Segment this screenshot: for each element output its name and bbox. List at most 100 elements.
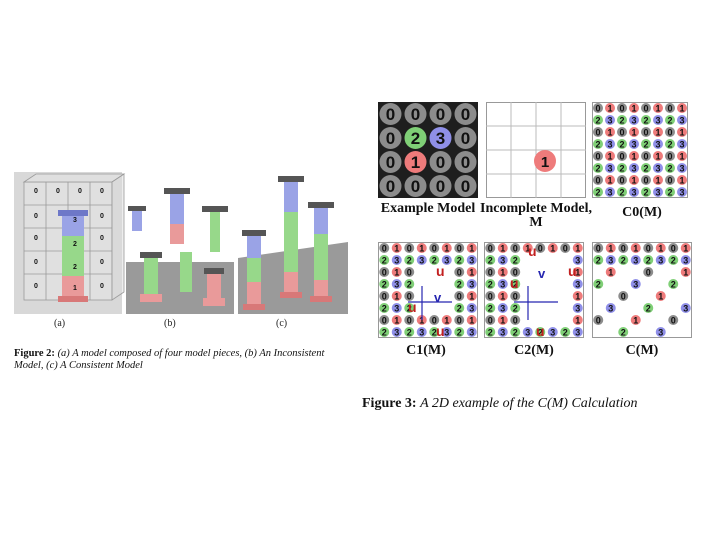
example-cell — [379, 103, 402, 125]
mini-cell — [641, 151, 651, 161]
mini-cell — [665, 127, 675, 137]
mini-cell-value: 1 — [655, 104, 660, 114]
mini-cell — [629, 163, 639, 173]
mini-cell-value: 3 — [394, 328, 399, 338]
mini-cell — [572, 243, 583, 253]
mini-cell-value: 0 — [667, 128, 672, 138]
mini-cell — [665, 139, 675, 149]
svg-text:0: 0 — [100, 283, 104, 290]
mini-cell — [404, 255, 415, 265]
mini-cell — [665, 187, 675, 197]
mini-cell — [593, 187, 603, 197]
mini-cell-value: 0 — [619, 128, 624, 138]
mini-cell-value: 1 — [500, 292, 505, 302]
example-cell-value: 0 — [411, 105, 420, 124]
mini-cell — [485, 327, 496, 337]
mini-cell-value: 2 — [595, 164, 600, 174]
mini-cell — [641, 139, 651, 149]
mini-cell-value: 1 — [679, 104, 684, 114]
mini-cell-value: 1 — [679, 152, 684, 162]
example-cell-value: 3 — [436, 129, 445, 148]
mini-cell — [655, 255, 666, 265]
mini-cell-value: 3 — [469, 304, 474, 314]
mini-cell-value: 2 — [457, 256, 462, 266]
mini-cell-value: 1 — [575, 316, 580, 326]
svg-text:0: 0 — [34, 235, 38, 242]
mini-cell-value: 1 — [683, 244, 688, 254]
mini-cell — [485, 291, 496, 301]
mini-cell — [454, 303, 465, 313]
mini-cell-value: 0 — [513, 316, 518, 326]
mini-cell-value: 2 — [513, 280, 518, 290]
mini-cell-value: 0 — [488, 244, 493, 254]
mini-cell — [605, 139, 615, 149]
mini-cell-value: 3 — [394, 256, 399, 266]
mini-cell — [653, 139, 663, 149]
mini-cell-value: 2 — [432, 328, 437, 338]
svg-text:0: 0 — [78, 188, 82, 195]
svg-text:1: 1 — [73, 285, 77, 292]
mini-cell — [497, 243, 508, 253]
example-cell-value: 0 — [386, 153, 395, 172]
mini-cell-value: 1 — [683, 268, 688, 278]
mini-cell — [641, 103, 651, 113]
mini-cell — [466, 315, 477, 325]
svg-text:3: 3 — [73, 217, 77, 224]
svg-text:0: 0 — [100, 235, 104, 242]
mini-cell — [535, 243, 546, 253]
mini-cell — [510, 315, 521, 325]
mini-cell-value: 2 — [488, 304, 493, 314]
mini-cell-value: 2 — [667, 164, 672, 174]
mini-cell — [454, 315, 465, 325]
mini-cell-value: 3 — [607, 188, 612, 198]
mini-cell — [629, 103, 639, 113]
example-cell-value: 1 — [411, 153, 420, 172]
mini-cell-value: 0 — [667, 104, 672, 114]
mini-cell — [677, 163, 687, 173]
mini-cell — [391, 303, 402, 313]
mini-cell — [466, 327, 477, 337]
mini-cell-value: 0 — [643, 128, 648, 138]
mini-cell — [617, 163, 627, 173]
svg-text:0: 0 — [100, 213, 104, 220]
mini-cell-value: 1 — [550, 244, 555, 254]
incomplete-cell-value: 1 — [541, 154, 549, 171]
mini-cell — [485, 303, 496, 313]
figure-3-caption-label: Figure 3: — [362, 396, 417, 411]
mini-cell-value: 0 — [407, 268, 412, 278]
mini-cell — [391, 267, 402, 277]
mini-cell — [485, 255, 496, 265]
mini-cell — [379, 267, 390, 277]
mini-cell — [680, 303, 691, 313]
mini-cell — [677, 127, 687, 137]
mini-cell — [653, 127, 663, 137]
mini-cell-value: 1 — [500, 244, 505, 254]
mini-cell — [630, 255, 641, 265]
arrow-label: u — [436, 323, 445, 338]
example-cell — [429, 103, 452, 125]
mini-cell-value: 0 — [457, 292, 462, 302]
mini-cell-value: 2 — [621, 256, 626, 266]
mini-cell — [429, 255, 440, 265]
mini-cell — [404, 243, 415, 253]
example-cell-value: 0 — [436, 177, 445, 196]
mini-cell-value: 1 — [679, 176, 684, 186]
arrow-label: u — [536, 323, 545, 338]
mini-cell-value: 2 — [382, 280, 387, 290]
mini-cell — [404, 267, 415, 277]
mini-cell-value: 1 — [607, 128, 612, 138]
mini-cell — [629, 175, 639, 185]
mini-cell-value: 0 — [667, 152, 672, 162]
mini-cell — [605, 243, 616, 253]
mini-cell-value: 1 — [469, 244, 474, 254]
mini-cell-value: 2 — [382, 256, 387, 266]
mini-cell — [485, 315, 496, 325]
mini-cell-value: 3 — [679, 116, 684, 126]
mini-cell-value: 1 — [631, 176, 636, 186]
mini-cell-value: 0 — [595, 152, 600, 162]
